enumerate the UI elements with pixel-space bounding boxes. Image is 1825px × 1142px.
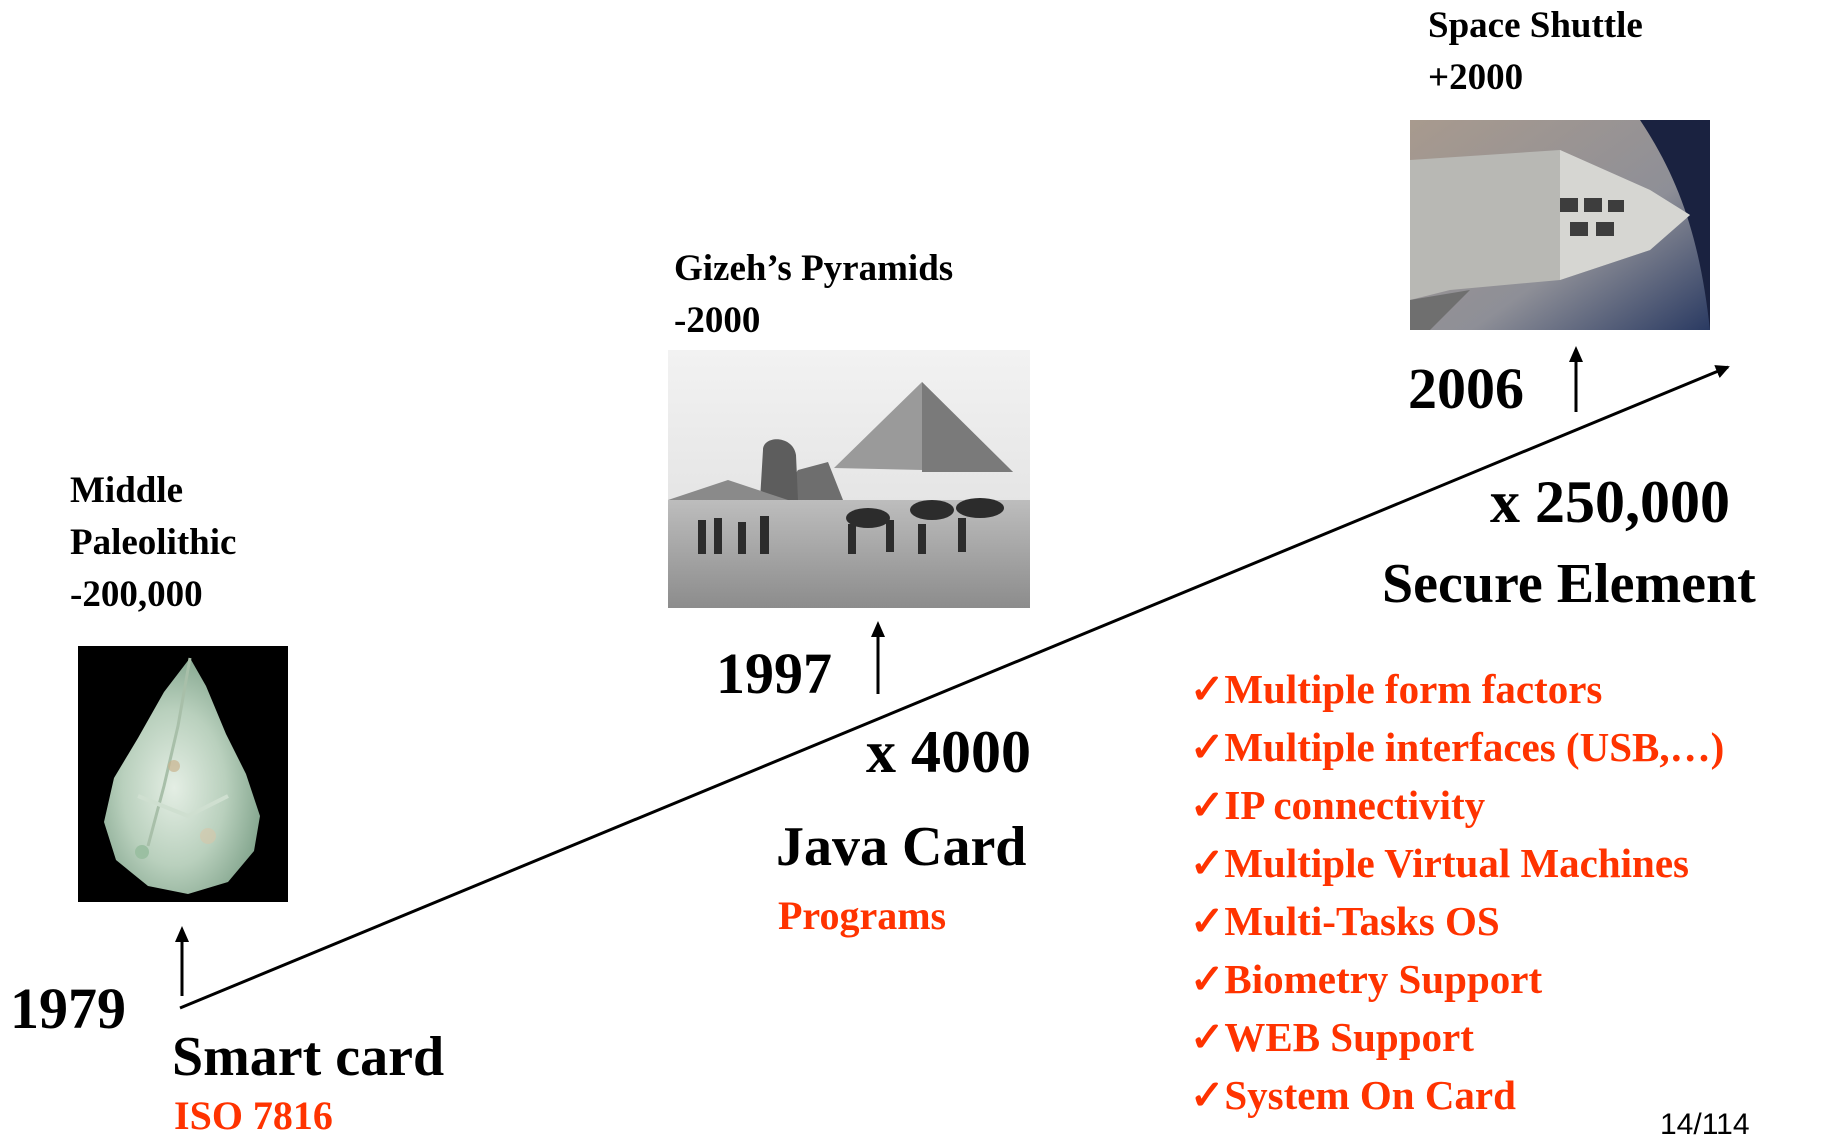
list-item: ✓Multiple form factors bbox=[1190, 666, 1603, 712]
era-line: Paleolithic bbox=[70, 522, 237, 563]
list-item: ✓Multiple interfaces (USB,…) bbox=[1190, 724, 1725, 770]
list-item: ✓System On Card bbox=[1190, 1072, 1516, 1118]
era-label-paleolithic: Middle Paleolithic -200,000 bbox=[70, 465, 236, 621]
pyramids-sphinx-photo bbox=[668, 350, 1030, 608]
check-icon: ✓ bbox=[1190, 666, 1225, 712]
era-label-space-shuttle: Space Shuttle +2000 bbox=[1428, 0, 1643, 104]
era-label-pyramids: Gizeh’s Pyramids -2000 bbox=[674, 243, 953, 347]
list-item: ✓Multiple Virtual Machines bbox=[1190, 840, 1690, 886]
era-line: Space Shuttle bbox=[1428, 5, 1643, 46]
milestone-title-java-card: Java Card bbox=[776, 816, 1027, 878]
multiplier-250000: x 250,000 bbox=[1490, 469, 1730, 535]
era-line: -2000 bbox=[674, 300, 761, 341]
list-item: ✓Biometry Support bbox=[1190, 956, 1543, 1002]
milestone-subtitle-iso: ISO 7816 bbox=[174, 1093, 333, 1138]
check-icon: ✓ bbox=[1190, 840, 1225, 886]
multiplier-4000: x 4000 bbox=[866, 719, 1031, 785]
up-arrow-1997-head bbox=[871, 621, 885, 637]
year-1979: 1979 bbox=[10, 976, 126, 1041]
era-line: +2000 bbox=[1428, 57, 1524, 98]
milestone-title-smart-card: Smart card bbox=[172, 1026, 445, 1088]
timeline-arrow bbox=[179, 365, 1730, 1010]
era-line: -200,000 bbox=[70, 574, 203, 615]
list-item: ✓WEB Support bbox=[1190, 1014, 1474, 1060]
check-icon: ✓ bbox=[1190, 782, 1225, 828]
era-line: Gizeh’s Pyramids bbox=[674, 248, 954, 289]
milestone-subtitle-programs: Programs bbox=[778, 893, 947, 938]
check-icon: ✓ bbox=[1190, 898, 1225, 944]
check-icon: ✓ bbox=[1190, 1072, 1225, 1118]
check-icon: ✓ bbox=[1190, 724, 1225, 770]
check-icon: ✓ bbox=[1190, 956, 1225, 1002]
era-line: Middle bbox=[70, 470, 184, 511]
check-icon: ✓ bbox=[1190, 1014, 1225, 1060]
feature-list: ✓Multiple form factors ✓Multiple interfa… bbox=[1190, 660, 1724, 1124]
page-number: 14/114 bbox=[1660, 1108, 1750, 1141]
up-arrow-2006-head bbox=[1569, 346, 1583, 362]
list-item: ✓IP connectivity bbox=[1190, 782, 1486, 828]
year-1997: 1997 bbox=[716, 641, 832, 706]
list-item: ✓Multi-Tasks OS bbox=[1190, 898, 1500, 944]
stone-hand-axe-image bbox=[78, 646, 288, 902]
space-shuttle-photo bbox=[1410, 120, 1710, 330]
up-arrow-1979-head bbox=[175, 926, 189, 942]
milestone-title-secure-element: Secure Element bbox=[1382, 553, 1756, 615]
year-2006: 2006 bbox=[1408, 356, 1524, 421]
